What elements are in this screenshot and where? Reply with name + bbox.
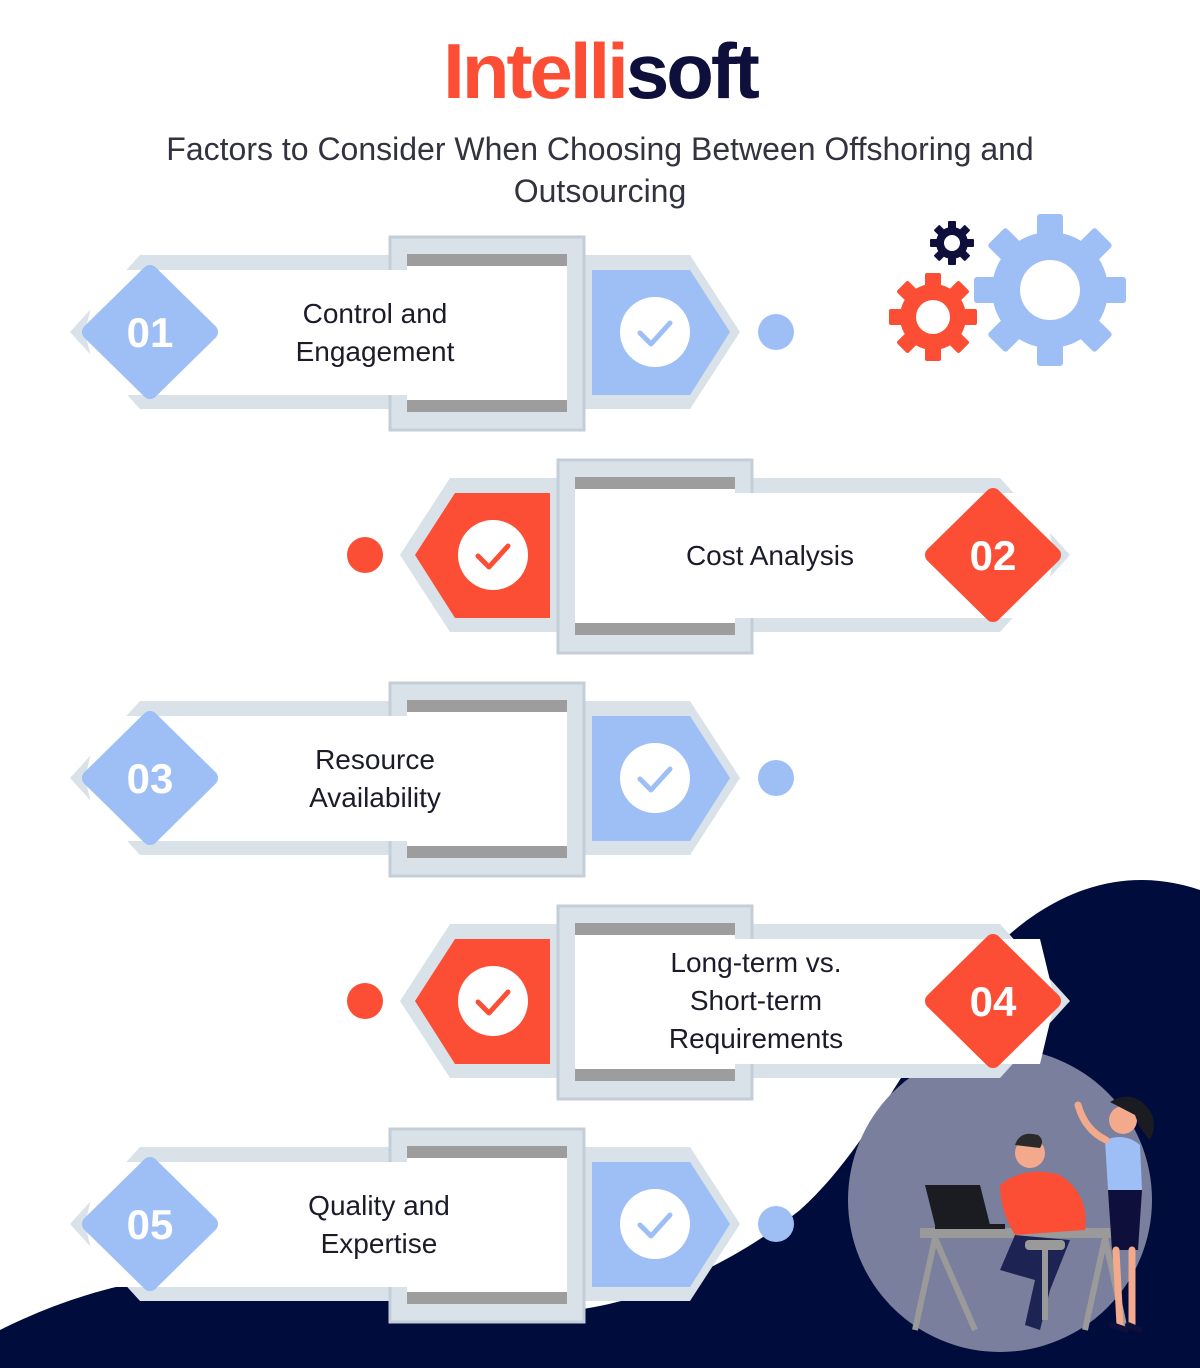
factor-card-02: 02 Cost Analysis — [0, 458, 1200, 658]
card-shape — [70, 681, 794, 878]
card-shape — [70, 235, 794, 432]
factor-card-05: 05 Quality and Expertise — [0, 1127, 1200, 1327]
brand-logo: Intellisoft — [0, 26, 1200, 117]
factor-number: 01 — [126, 309, 174, 356]
card-shape — [70, 1127, 794, 1324]
factor-label: Quality and Expertise — [308, 1190, 450, 1259]
factor-number: 03 — [126, 755, 174, 802]
factor-number: 02 — [969, 532, 1017, 579]
card-shape — [347, 904, 1070, 1101]
page-title: Factors to Consider When Choosing Betwee… — [166, 131, 1034, 209]
factor-label: Resource Availability — [309, 744, 441, 813]
factor-number: 04 — [969, 978, 1017, 1025]
factor-card-04: 04 Long-term vs. Short-term Requirements — [0, 904, 1200, 1104]
factor-card-03: 03 Resource Availability — [0, 681, 1200, 881]
factor-label: Control and Engagement — [295, 298, 455, 367]
gears-icon — [889, 214, 1126, 366]
factor-number: 05 — [126, 1201, 174, 1248]
brand-part-2: soft — [625, 27, 760, 115]
team-illustration — [912, 1096, 1154, 1333]
brand-part-1: Intelli — [443, 27, 629, 115]
card-shape — [347, 458, 1070, 655]
factor-label: Cost Analysis — [685, 540, 855, 571]
factor-label: Long-term vs. Short-term Requirements — [668, 947, 844, 1054]
factor-card-01: 01 Control and Engagement — [0, 235, 1200, 435]
